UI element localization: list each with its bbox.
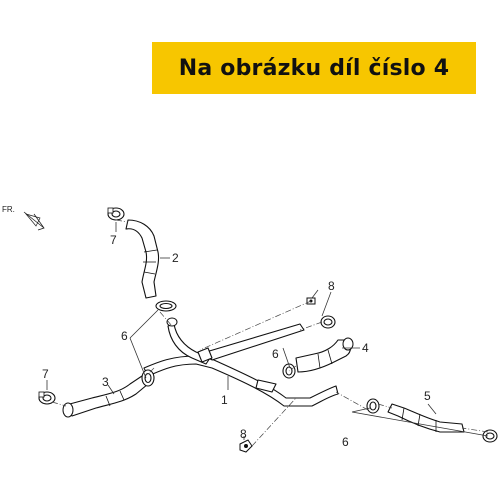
bolt-part-8-bottom: [239, 439, 253, 453]
assembly-center-lines: [51, 219, 489, 447]
part-number-banner: Na obrázku díl číslo 4: [152, 42, 476, 94]
callout-3: 3: [102, 375, 109, 389]
callout-7-top: 7: [110, 233, 117, 247]
front-direction-indicator: FR.: [2, 205, 45, 231]
clamp-part-6-a: [155, 300, 177, 312]
callout-7-bottom: 7: [42, 367, 49, 381]
callout-8-top: 8: [328, 279, 335, 293]
hose-part-2: [125, 219, 160, 299]
clamp-part-6-d: [320, 315, 336, 329]
clamp-part-6-e: [366, 398, 380, 414]
clamp-part-6-b: [141, 369, 155, 387]
clamp-part-7-bottom: [38, 391, 56, 405]
callout-2: 2: [172, 251, 179, 265]
pipe-assembly-part-1: [143, 317, 339, 407]
callout-8-bottom: 8: [240, 427, 247, 441]
callout-5: 5: [424, 389, 431, 403]
callout-6-middle: 6: [272, 347, 279, 361]
front-label: FR.: [2, 205, 15, 214]
callout-labels: 2 3 1 4 5 6 6 6 7 7 8 8: [42, 233, 431, 449]
callout-1: 1: [221, 393, 228, 407]
clamp-part-6-f: [482, 429, 498, 443]
callout-6-right: 6: [342, 435, 349, 449]
hose-part-3: [62, 375, 149, 418]
hose-part-5: [387, 403, 465, 433]
clamp-part-7-top: [107, 207, 125, 221]
leader-lines: [46, 222, 489, 440]
callout-6-left: 6: [121, 329, 128, 343]
callout-4: 4: [362, 341, 369, 355]
hose-part-4: [295, 337, 354, 373]
